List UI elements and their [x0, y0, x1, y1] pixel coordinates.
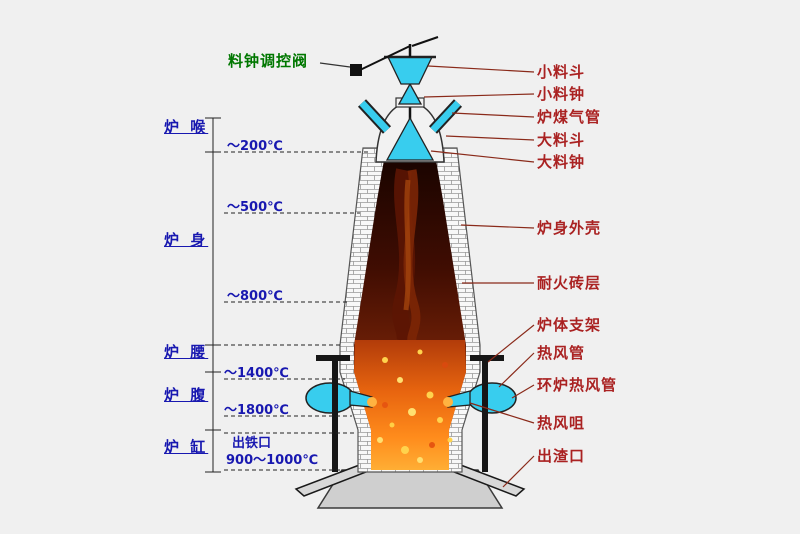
hot-blast-system: [305, 355, 517, 472]
zone-label-throat: 炉 喉: [164, 118, 209, 136]
zone-label-waist: 炉 腰: [164, 343, 209, 361]
leader-lines: [319, 62, 535, 488]
dimension-lines: [205, 117, 368, 473]
temp-label-tap-hole-range: 900～1000℃: [226, 453, 319, 468]
temp-label-800c: ～800℃: [227, 289, 283, 304]
part-label-bustle-pipe: 环炉热风管: [537, 376, 618, 394]
bustle-pipe-left: [305, 382, 355, 414]
large-bell-shape: [385, 116, 435, 161]
part-label-large-hopper: 大料斗: [537, 131, 586, 149]
temp-label-1400c: ～1400℃: [224, 366, 289, 381]
bell-valve-gear: [350, 36, 439, 76]
part-label-support-frame: 炉体支架: [537, 316, 602, 334]
part-label-small-hopper: 小料斗: [537, 63, 586, 81]
small-hopper-shape: [386, 56, 434, 85]
part-label-small-bell: 小料钟: [537, 85, 586, 103]
temp-label-200c: ～200℃: [227, 139, 283, 154]
part-label-refractory-brick: 耐火砖层: [537, 274, 602, 292]
temp-label-500c: ～500℃: [227, 200, 283, 215]
zone-label-shaft: 炉 身: [164, 231, 209, 249]
furnace-top-assembly: [350, 36, 463, 163]
part-label-gas-pipe: 炉煤气管: [537, 108, 602, 126]
label-bell-control-valve: 料钟调控阀: [228, 52, 309, 70]
furnace-interior: [354, 160, 466, 470]
temp-label-1800c: ～1800℃: [224, 403, 289, 418]
tap-hole-label: 出铁口: [232, 436, 272, 451]
support-frame: [316, 355, 504, 472]
part-label-slag-hole: 出渣口: [537, 447, 586, 465]
zone-label-hearth: 炉 缸: [164, 438, 209, 456]
bustle-pipe-right: [467, 382, 517, 414]
part-label-shell: 炉身外壳: [537, 219, 602, 237]
part-label-hot-blast-pipe: 热风管: [537, 344, 586, 362]
molten-speckles: [377, 349, 453, 463]
zone-label-bosh: 炉 腹: [164, 386, 209, 404]
part-label-large-bell: 大料钟: [537, 153, 586, 171]
small-bell-shape: [397, 82, 423, 105]
part-label-tuyere: 热风咀: [537, 414, 586, 432]
gas-pipe-icon: [357, 99, 463, 134]
